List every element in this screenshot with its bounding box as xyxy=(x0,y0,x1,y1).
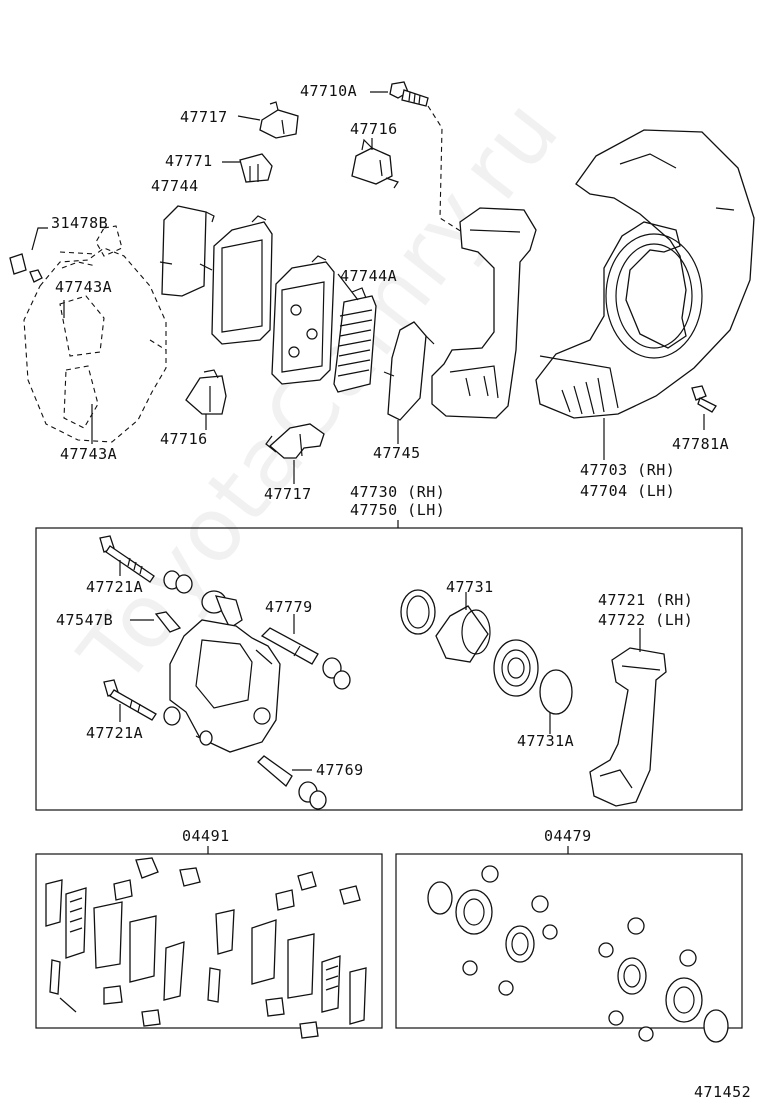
bushing-47779[interactable] xyxy=(322,657,351,690)
label-47744: 47744 xyxy=(151,177,199,195)
label-31478b: 31478B xyxy=(51,214,109,232)
brake-pad-outer[interactable] xyxy=(271,255,335,385)
slide-pin-47779[interactable] xyxy=(260,627,319,665)
caliper-body[interactable] xyxy=(169,619,281,753)
label-47722: 47722 (LH) xyxy=(598,611,694,629)
bushing-47769[interactable] xyxy=(257,755,327,810)
clip-47716-mid[interactable] xyxy=(185,369,227,415)
brake-pad-inner[interactable] xyxy=(211,215,273,345)
guide-boot[interactable] xyxy=(201,590,243,629)
label-47730: 47730 (RH) xyxy=(350,483,446,501)
label-47721a-top: 47721A xyxy=(86,578,144,596)
label-47716-mid: 47716 xyxy=(160,430,208,448)
label-47743a-top: 47743A xyxy=(55,278,113,296)
diagram-id: 471452 xyxy=(694,1083,752,1101)
clip-47771[interactable] xyxy=(239,153,273,183)
bolt-47710a[interactable] xyxy=(389,81,429,107)
piston-seal-47731[interactable] xyxy=(400,589,436,635)
label-47704: 47704 (LH) xyxy=(580,482,676,500)
shim-47744a[interactable] xyxy=(333,287,377,393)
label-47744a: 47744A xyxy=(340,267,398,285)
label-47745: 47745 xyxy=(373,444,421,462)
bleeder-plug-47547b[interactable] xyxy=(154,611,182,633)
kit-04491-right-set[interactable] xyxy=(207,871,367,1039)
label-47547b: 47547B xyxy=(56,611,114,629)
caliper-assembly-box xyxy=(35,527,743,811)
seal-kit-box-04479 xyxy=(395,853,743,1029)
label-47703: 47703 (RH) xyxy=(580,461,676,479)
mounting-bracket-47721[interactable] xyxy=(589,647,667,807)
label-47779: 47779 xyxy=(265,598,313,616)
label-47717-top: 47717 xyxy=(180,108,228,126)
bolt-47781a[interactable] xyxy=(691,385,717,413)
bushing-bottom-1[interactable] xyxy=(163,706,213,746)
label-47716-top: 47716 xyxy=(350,120,398,138)
label-47750: 47750 (LH) xyxy=(350,501,446,519)
shim-47744[interactable] xyxy=(159,205,215,297)
kit-04491-left-set[interactable] xyxy=(45,857,201,1027)
bleeder-cap-31478b[interactable] xyxy=(9,253,43,283)
label-47731: 47731 xyxy=(446,578,494,596)
caliper-body-47743a[interactable] xyxy=(23,225,167,443)
bushing-top-1[interactable] xyxy=(163,570,193,594)
ring-47731a[interactable] xyxy=(539,669,573,715)
label-47721: 47721 (RH) xyxy=(598,591,694,609)
label-47781a: 47781A xyxy=(672,435,730,453)
label-47717-bot: 47717 xyxy=(264,485,312,503)
bolt-47721a-top[interactable] xyxy=(99,535,155,583)
clip-47716-top[interactable] xyxy=(351,138,399,189)
dust-cover-47703[interactable] xyxy=(535,129,755,419)
label-47769: 47769 xyxy=(316,761,364,779)
shim-47745[interactable] xyxy=(383,321,435,421)
piston-boot[interactable] xyxy=(493,639,539,697)
label-47743a-bot: 47743A xyxy=(60,445,118,463)
label-47771: 47771 xyxy=(165,152,213,170)
kit-04479-parts[interactable] xyxy=(427,865,729,1043)
clip-47717-top[interactable] xyxy=(259,101,299,139)
piston-47731[interactable] xyxy=(435,605,491,663)
label-47731a: 47731A xyxy=(517,732,575,750)
clip-47717-bot[interactable] xyxy=(265,423,325,459)
caliper-bracket-upper[interactable] xyxy=(431,207,537,419)
label-04491: 04491 xyxy=(182,827,230,845)
label-47721a-bot: 47721A xyxy=(86,724,144,742)
label-04479: 04479 xyxy=(544,827,592,845)
bolt-47721a-bottom[interactable] xyxy=(103,679,157,721)
label-47710a: 47710A xyxy=(300,82,358,100)
pad-kit-box-04491 xyxy=(35,853,383,1029)
